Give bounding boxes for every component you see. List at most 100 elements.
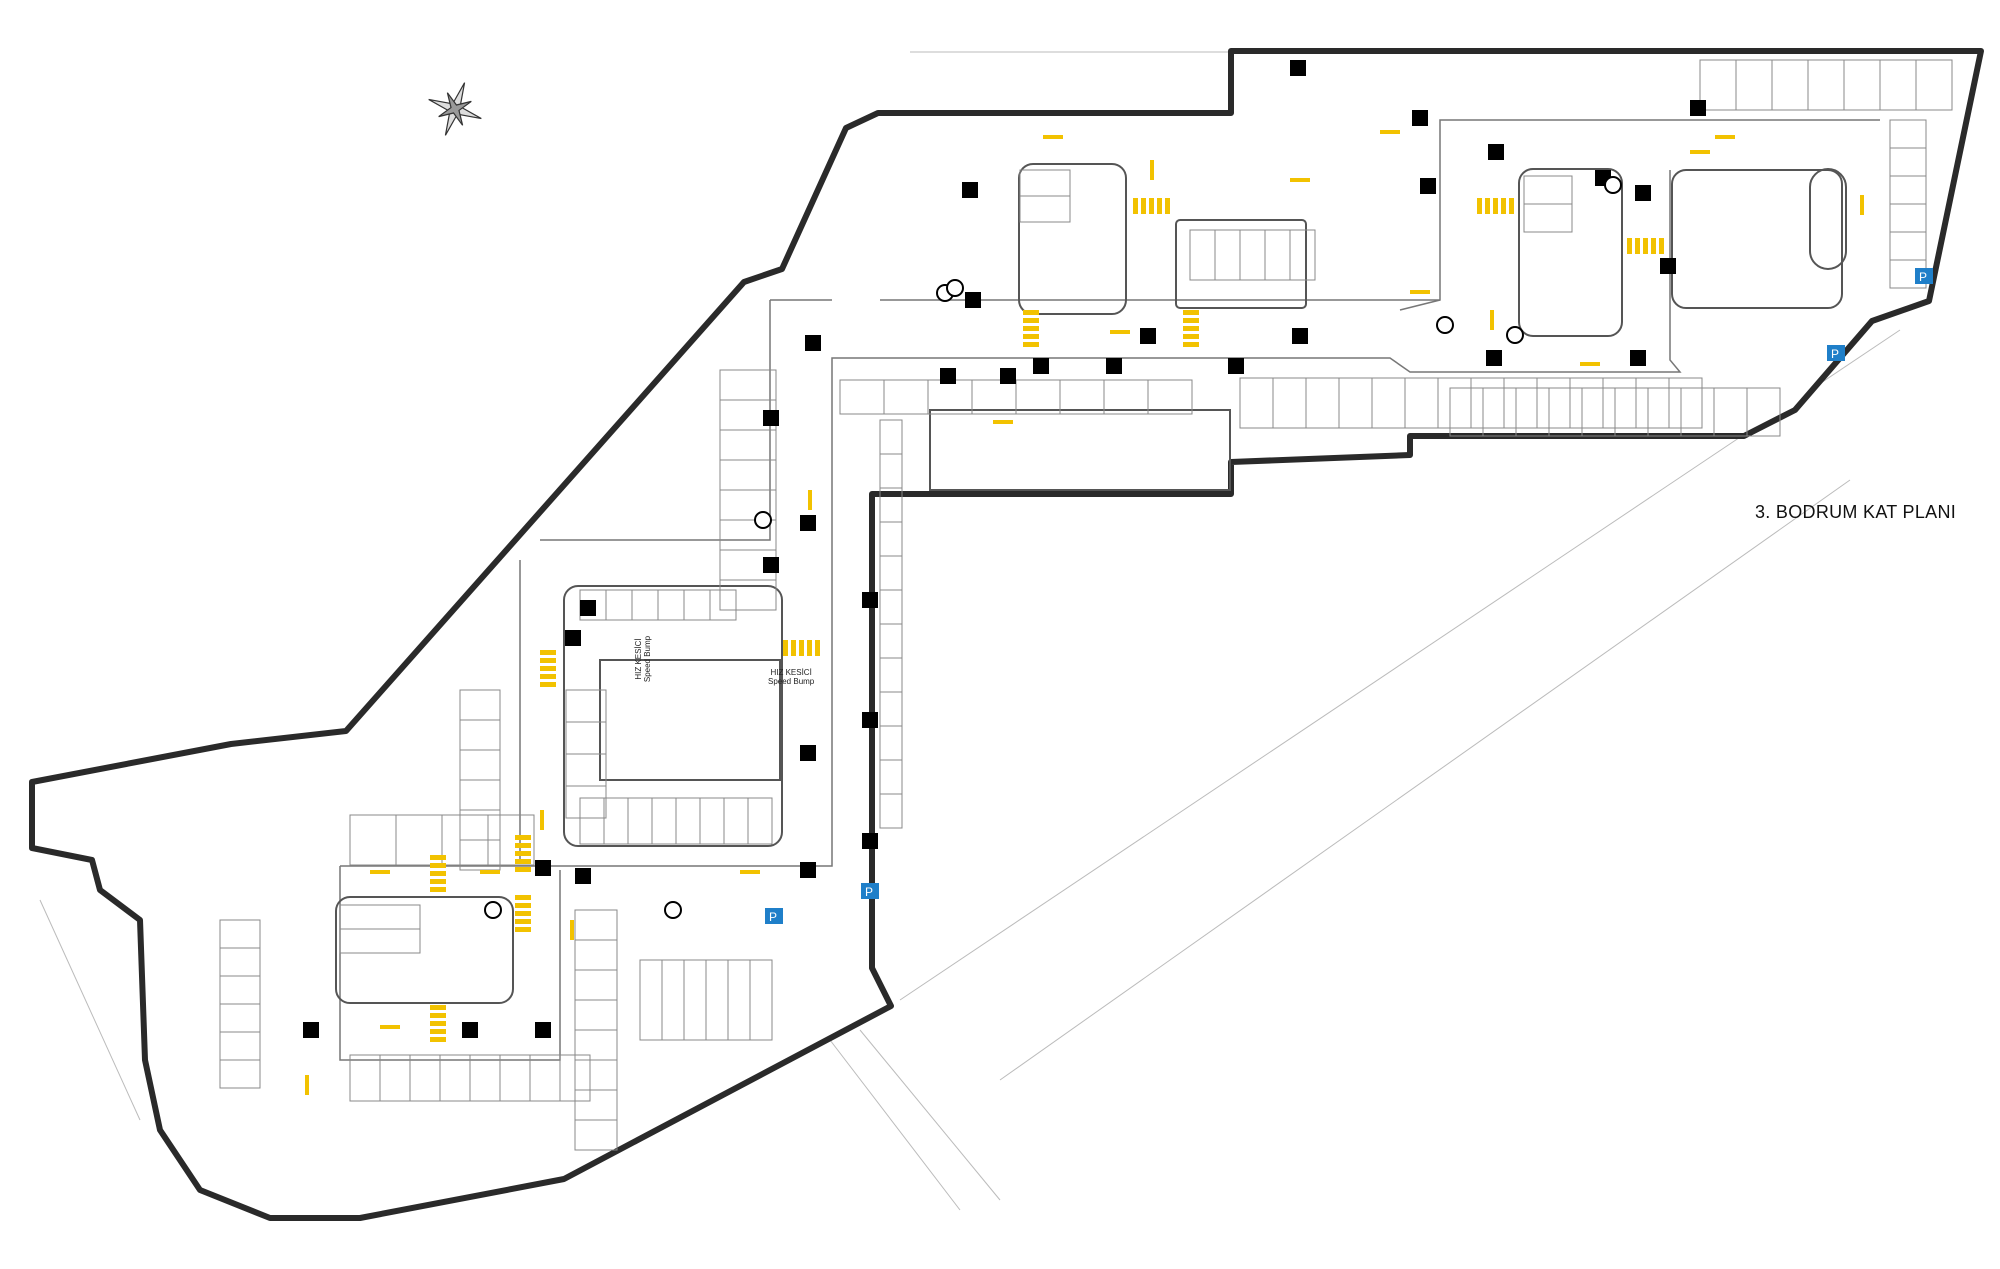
crosswalk-stripe	[540, 650, 556, 655]
crosswalk-stripe	[540, 682, 556, 687]
parking-stall	[879, 691, 903, 727]
column	[1635, 185, 1651, 201]
crosswalk-stripe	[1651, 238, 1656, 254]
driving-aisles	[339, 119, 1880, 1061]
column	[763, 410, 779, 426]
speed-bump-label-en: Speed Bump	[643, 635, 653, 683]
crosswalk-stripe	[1149, 198, 1154, 214]
column	[1290, 60, 1306, 76]
crosswalk-stripe	[1023, 310, 1039, 315]
column	[800, 515, 816, 531]
crosswalk-stripe	[1477, 198, 1482, 214]
direction-arrow-icon	[1290, 178, 1310, 182]
parking-stall	[879, 555, 903, 591]
column	[1033, 358, 1049, 374]
direction-arrow-icon	[1580, 362, 1600, 366]
direction-arrow-icon	[1410, 290, 1430, 294]
column	[1488, 144, 1504, 160]
parking-stall	[1523, 203, 1573, 233]
crosswalk-stripe	[1643, 238, 1648, 254]
parking-stall	[1019, 195, 1071, 223]
direction-arrow-icon	[1043, 135, 1063, 139]
structural-columns	[303, 60, 1706, 1038]
column	[763, 557, 779, 573]
crosswalk-stripe	[1485, 198, 1490, 214]
crosswalk-stripe	[515, 903, 531, 908]
direction-arrow-icon	[370, 870, 390, 874]
crosswalk-stripe	[1023, 318, 1039, 323]
column	[303, 1022, 319, 1038]
crosswalk-stripe	[430, 879, 446, 884]
column	[462, 1022, 478, 1038]
speed-bump-label-en: Speed Bump	[768, 677, 815, 686]
parking-stall	[339, 928, 421, 954]
crosswalk-stripe	[515, 919, 531, 924]
parking-stall	[879, 725, 903, 761]
crosswalk-stripe	[1023, 334, 1039, 339]
parking-stall	[487, 814, 535, 866]
parking-stall	[747, 797, 773, 845]
crosswalk-stripe	[515, 851, 531, 856]
crosswalk-stripe	[515, 911, 531, 916]
parking-stall	[559, 1054, 591, 1102]
crosswalk-stripe	[515, 835, 531, 840]
direction-arrow-icon	[540, 810, 544, 830]
speed-bump-label-tr: HIZ KESİCİ	[634, 638, 644, 680]
column	[1690, 100, 1706, 116]
column	[580, 600, 596, 616]
parking-stall	[749, 959, 773, 1041]
column	[535, 860, 551, 876]
svg-text:P: P	[1831, 347, 1839, 361]
column	[862, 712, 878, 728]
crosswalk-stripe	[1627, 238, 1632, 254]
column	[1412, 110, 1428, 126]
column	[862, 833, 878, 849]
column	[1292, 328, 1308, 344]
parking-stall	[1147, 379, 1193, 415]
parking-stall	[574, 1119, 618, 1151]
crosswalk-stripe	[1659, 238, 1664, 254]
parking-stall	[879, 589, 903, 625]
crosswalk-stripe	[1165, 198, 1170, 214]
parking-stall	[879, 521, 903, 557]
column	[1486, 350, 1502, 366]
column	[1000, 368, 1016, 384]
speed-bump-label: HIZ KESİCİ Speed Bump	[634, 636, 652, 682]
column	[1228, 358, 1244, 374]
crosswalk-stripe	[1635, 238, 1640, 254]
crosswalk-stripe	[1183, 334, 1199, 339]
column	[565, 630, 581, 646]
building-outline	[29, 48, 1984, 1221]
crosswalk-stripe	[515, 895, 531, 900]
crosswalk-stripe	[430, 1005, 446, 1010]
crosswalk-stripe	[430, 1021, 446, 1026]
parking-stall	[879, 793, 903, 829]
crosswalk-stripe	[815, 640, 820, 656]
column	[575, 868, 591, 884]
direction-arrow-icon	[1380, 130, 1400, 134]
direction-arrow-icon	[305, 1075, 309, 1095]
crosswalk-stripe	[1509, 198, 1514, 214]
parking-stall	[879, 657, 903, 693]
crosswalk-stripe	[1023, 342, 1039, 347]
crosswalk-stripe	[1183, 310, 1199, 315]
direction-arrow-icon	[740, 870, 760, 874]
column	[1106, 358, 1122, 374]
svg-text:P: P	[769, 910, 777, 924]
yellow-markings	[305, 130, 1864, 1095]
parking-stall	[1746, 387, 1781, 437]
crosswalk-stripe	[430, 863, 446, 868]
parking-signs: P P P P	[765, 268, 1933, 924]
direction-arrow-icon	[1490, 310, 1494, 330]
crosswalk-stripe	[791, 640, 796, 656]
crosswalk-stripe	[430, 871, 446, 876]
crosswalk-stripe	[430, 1013, 446, 1018]
speed-bump-label: HIZ KESİCİ Speed Bump	[768, 668, 814, 686]
crosswalk-stripe	[1183, 326, 1199, 331]
crosswalk-stripe	[1183, 318, 1199, 323]
no-entry-signs	[484, 176, 1622, 919]
parking-stall	[879, 759, 903, 795]
svg-text:P: P	[865, 885, 873, 899]
crosswalk-stripe	[783, 640, 788, 656]
column	[1630, 350, 1646, 366]
